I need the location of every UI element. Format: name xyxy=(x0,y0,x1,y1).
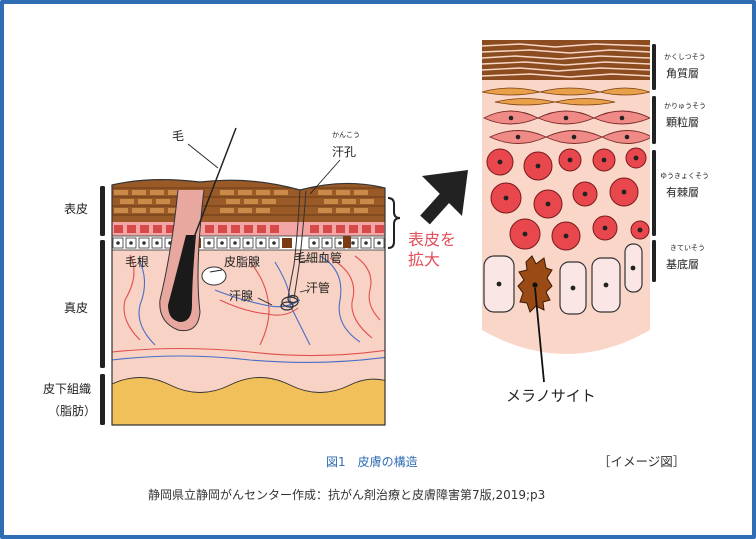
figure-caption: 図1 皮膚の構造 xyxy=(326,455,418,469)
spinous-nuclei-large xyxy=(497,155,643,239)
layer-label-epidermis: 表皮 xyxy=(64,202,88,216)
layer-bars xyxy=(100,186,105,425)
layer-ruby-granular: かりゅうそう xyxy=(664,102,706,110)
label-sweat-gland: 汗腺 xyxy=(229,289,253,303)
magnified-epidermis xyxy=(482,40,656,383)
hair-root-shape xyxy=(168,235,196,322)
layer-name-corneum: 角質層 xyxy=(666,66,699,80)
melanocyte-leader xyxy=(534,287,545,383)
epidermis-bracket xyxy=(387,197,401,249)
layer-ruby-basal: きていそう xyxy=(670,244,705,252)
blood-vessels xyxy=(112,254,385,363)
subcutaneous-fat xyxy=(112,377,385,425)
label-pore: 汗孔 xyxy=(332,145,356,159)
epidermis-brick-highlights xyxy=(114,190,374,213)
cross-section-outline xyxy=(111,179,386,426)
stratum-corneum-lines xyxy=(482,43,650,78)
sweat-duct-line-2 xyxy=(293,190,307,299)
granular-upper-cells xyxy=(482,87,650,106)
zoom-label-line2: 拡大 xyxy=(408,250,440,269)
layer-label-dermis: 真皮 xyxy=(64,301,88,315)
layer-ruby-spinous: ゆうきょくそう xyxy=(660,172,709,180)
label-pore-ruby: かんこう xyxy=(332,131,360,139)
label-melanocyte: メラノサイト xyxy=(506,387,596,405)
hair-shaft xyxy=(192,127,237,241)
layer-name-granular: 顆粒層 xyxy=(666,115,699,129)
layer-ruby-corneum: かくしつそう xyxy=(664,53,706,61)
label-sweat-duct: 汗管 xyxy=(306,280,330,295)
layer-label-fat: （脂肪） xyxy=(48,403,96,418)
zoom-label-line1: 表皮を xyxy=(408,230,456,249)
label-capillary: 毛細血管 xyxy=(294,250,342,265)
right-layer-bars xyxy=(652,44,656,282)
label-sebaceous-gland: 皮脂腺 xyxy=(224,254,260,269)
granular-nuclei xyxy=(508,115,630,140)
epidermis-cells xyxy=(112,187,385,216)
image-note: ［イメージ図］ xyxy=(598,454,686,469)
zoom-arrow-icon xyxy=(420,170,468,225)
melanocyte-nucleus xyxy=(532,282,538,288)
skin-cross-section xyxy=(100,127,386,426)
basal-nuclei-large xyxy=(496,265,636,291)
layer-label-subcutaneous: 皮下組織 xyxy=(43,382,91,396)
source-credit: 静岡県立静岡がんセンター作成：抗がん剤治療と皮膚障害第7版,2019;p3 xyxy=(148,488,546,502)
sebaceous-gland-shape xyxy=(201,266,227,286)
leader-lines xyxy=(187,143,341,306)
label-hair: 毛 xyxy=(172,129,184,143)
layer-name-basal: 基底層 xyxy=(666,257,699,271)
layer-name-spinous: 有棘層 xyxy=(666,185,699,199)
sweat-duct-line xyxy=(287,189,301,299)
spinous-cells xyxy=(114,225,384,233)
basal-nuclei xyxy=(116,241,381,245)
sweat-gland-coil xyxy=(280,294,299,311)
label-hair-root: 毛根 xyxy=(125,255,149,269)
